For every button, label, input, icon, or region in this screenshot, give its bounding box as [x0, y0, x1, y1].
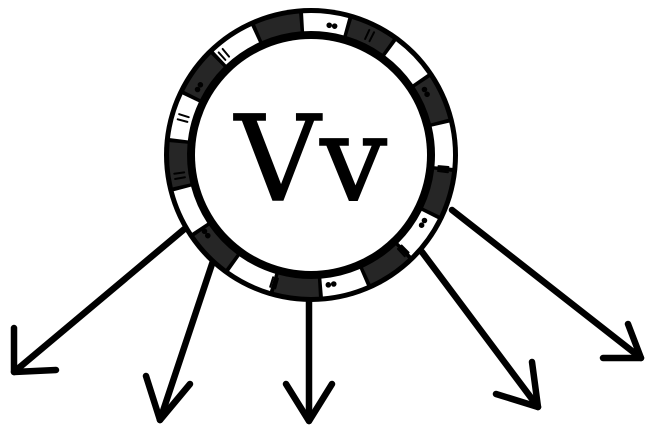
badge-segment	[432, 123, 453, 168]
arrow-right	[452, 210, 641, 358]
letter-badge: Vv	[164, 8, 458, 302]
badge-dot	[420, 223, 424, 227]
arrow-right-center-shaft	[422, 252, 538, 407]
arrow-left-center	[146, 258, 214, 420]
badge-segment	[169, 142, 190, 187]
badge-dot	[327, 283, 331, 287]
badge-dot	[423, 88, 427, 92]
badge-dot	[196, 88, 200, 92]
badge-dot	[425, 93, 429, 97]
badge-letters: Vv	[233, 90, 387, 228]
arrow-left	[14, 226, 188, 372]
badge-tick	[174, 172, 184, 173]
arrow-left-center-shaft	[160, 258, 214, 420]
badge-dot	[206, 234, 210, 238]
badge-dot	[333, 24, 337, 28]
arrow-center	[286, 296, 332, 421]
arrow-left-shaft	[14, 226, 188, 372]
badge-dot	[332, 282, 336, 286]
arrow-right-center	[422, 252, 538, 407]
badge-tick	[438, 171, 448, 172]
badge-dot	[203, 229, 207, 233]
badge-dot	[423, 219, 427, 223]
arrow-right-shaft	[452, 210, 641, 358]
badge-tick	[439, 166, 449, 167]
badge-dot	[199, 83, 203, 87]
badge-dot	[327, 23, 331, 27]
